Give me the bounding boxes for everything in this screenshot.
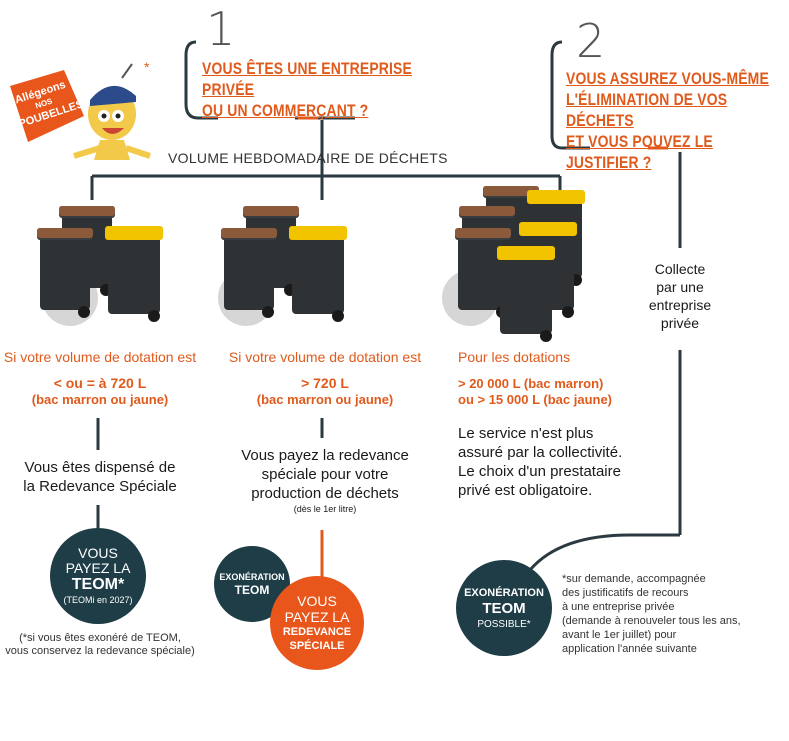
collect-line3: entreprise [648,297,712,313]
col3-result-line1: Le service n'est plus [458,425,594,442]
col1-circle-line3: TEOM* [71,576,125,593]
col3-exo-line3: POSSIBLE* [477,618,531,630]
col1-result-line1: Vous êtes dispensé de [24,459,176,476]
step1-question: VOUS ÊTES UNE ENTREPRISE PRIVÉE OU UN CO… [202,58,502,121]
col3-result-line4: privé est obligatoire. [458,482,593,499]
col3-volume: Pour les dotations > 20 000 L (bac marro… [458,348,658,408]
mascot-illustration: * [10,59,151,160]
step1-question-line2: OU UN COMMERÇANT ? [202,101,369,120]
col3-note-line4: (demande à renouveler tous les ans, [562,615,741,627]
step2-question-line3: ET VOUS POUVEZ LE JUSTIFIER ? [566,132,713,172]
col3-note-line2: des justificatifs de recours [562,587,689,599]
col3-note-line1: *sur demande, accompagnée [562,573,706,585]
col1-bin: (bac marron ou jaune) [31,392,169,407]
col2-circle-line2: PAYEZ LA [284,609,350,625]
col1-volume: Si votre volume de dotation est < ou = à… [0,348,200,408]
col3-intro: Pour les dotations [458,349,571,365]
volume-label: VOLUME HEBDOMADAIRE DE DÉCHETS [168,150,448,166]
col1-circle-line1: VOUS [78,545,118,561]
step2-question-line2: L'ÉLIMINATION DE VOS DÉCHETS [566,90,728,130]
col3-note-line3: à une entreprise privée [562,601,675,613]
collect-line4: privée [660,315,700,331]
col3-note: *sur demande, accompagnée des justificat… [562,572,782,656]
step2-number: 2 [576,14,606,68]
col3-exo-line2: TEOM [482,599,526,617]
collect-text: Collecte par une entreprise privée [630,260,730,332]
col1-intro: Si votre volume de dotation est [3,349,197,365]
col2-result: Vous payez la redevance spéciale pour vo… [222,446,428,516]
col2-exo-line1: EXONÉRATION [219,572,285,582]
col2-bin: (bac marron ou jaune) [256,392,394,407]
col3-result: Le service n'est plus assuré par la coll… [458,424,658,500]
col2-result-line2: spéciale pour votre [261,466,389,483]
col2-volume-value: > 720 L [301,375,349,391]
col3-volume2: ou > 15 000 L (bac jaune) [458,392,613,407]
col3-result-line3: Le choix d'un prestataire [458,463,621,480]
step1-number: 1 [206,2,236,56]
col3-exo-line1: EXONÉRATION [464,586,544,599]
step2-question: VOUS ASSUREZ VOUS-MÊME L'ÉLIMINATION DE … [566,68,789,173]
col3-volume1: > 20 000 L (bac marron) [458,376,604,391]
col2-exo-line2: TEOM [234,583,270,597]
collect-line2: par une [656,279,704,295]
yellow-bin-icon [105,226,163,322]
col2-circle-line1: VOUS [297,593,337,609]
collect-line1: Collecte [654,261,706,277]
col1-note-line2: vous conservez la redevance spéciale) [5,645,195,657]
col3-note-line6: application l'année suivante [562,643,697,655]
col3-result-line2: assuré par la collectivité. [458,444,623,461]
col2-volume: Si votre volume de dotation est > 720 L … [220,348,430,408]
col1-circle-line4: (TEOMi en 2027) [63,595,133,605]
col2-intro: Si votre volume de dotation est [228,349,422,365]
mascot: * Allégeons NOS POUBELLES [4,56,154,176]
svg-text:*: * [144,59,150,75]
col1-result: Vous êtes dispensé de la Redevance Spéci… [2,458,198,496]
col3-note-line5: avant le 1er juillet) pour [562,629,677,641]
col1-teom-circle: VOUS PAYEZ LA TEOM* (TEOMi en 2027) [50,528,146,624]
col3-exoneration-circle: EXONÉRATION TEOM POSSIBLE* [456,560,552,656]
col2-result-line3: production de déchets [251,485,399,502]
col2-circle-line3: REDEVANCE [282,626,352,638]
col1-circle-line2: PAYEZ LA [65,560,131,576]
col1-volume-value: < ou = à 720 L [53,375,147,391]
step1-question-line1: VOUS ÊTES UNE ENTREPRISE PRIVÉE [202,59,412,99]
dark-bin-icon [37,228,93,318]
col1-note: (*si vous êtes exonéré de TEOM, vous con… [0,632,200,658]
col2-circle-line4: SPÉCIALE [289,640,345,652]
step2-question-line1: VOUS ASSUREZ VOUS-MÊME [566,69,769,88]
col1-result-line2: la Redevance Spéciale [23,478,177,495]
col2-redevance-circle: VOUS PAYEZ LA REDEVANCE SPÉCIALE [270,576,364,670]
col1-note-line1: (*si vous êtes exonéré de TEOM, [19,632,181,644]
col2-result-small: (dès le 1er litre) [293,504,357,514]
col2-result-line1: Vous payez la redevance [241,447,409,464]
